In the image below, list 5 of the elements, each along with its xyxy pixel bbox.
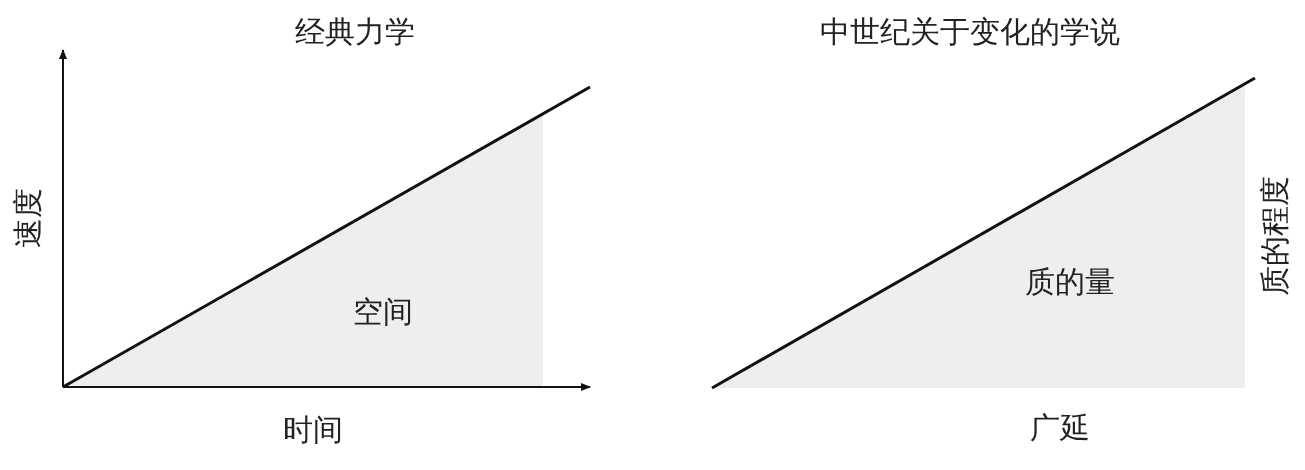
chart-title: 经典力学 — [295, 17, 415, 47]
area-label: 质的量 — [1025, 267, 1115, 297]
chart-title: 中世纪关于变化的学说 — [820, 17, 1120, 47]
axis-label: 时间 — [283, 415, 343, 445]
area-label: 空间 — [353, 297, 413, 327]
